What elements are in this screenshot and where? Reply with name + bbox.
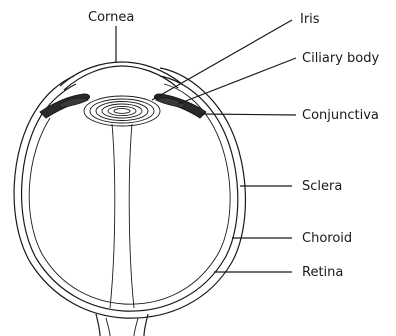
retina-label: Retina bbox=[302, 265, 343, 280]
hyaloid-canal bbox=[110, 124, 134, 308]
conjunctiva-label: Conjunctiva bbox=[302, 108, 379, 123]
lens-shape bbox=[84, 96, 160, 126]
cornea-label: Cornea bbox=[88, 10, 134, 25]
cornea-shape bbox=[60, 62, 182, 90]
leader-lines bbox=[116, 20, 296, 272]
iris-label: Iris bbox=[300, 12, 320, 27]
eyeball-outline bbox=[14, 68, 245, 318]
ciliary-body-label: Ciliary body bbox=[302, 51, 380, 66]
choroid-label: Choroid bbox=[302, 231, 352, 246]
sclera-label: Sclera bbox=[302, 179, 342, 194]
